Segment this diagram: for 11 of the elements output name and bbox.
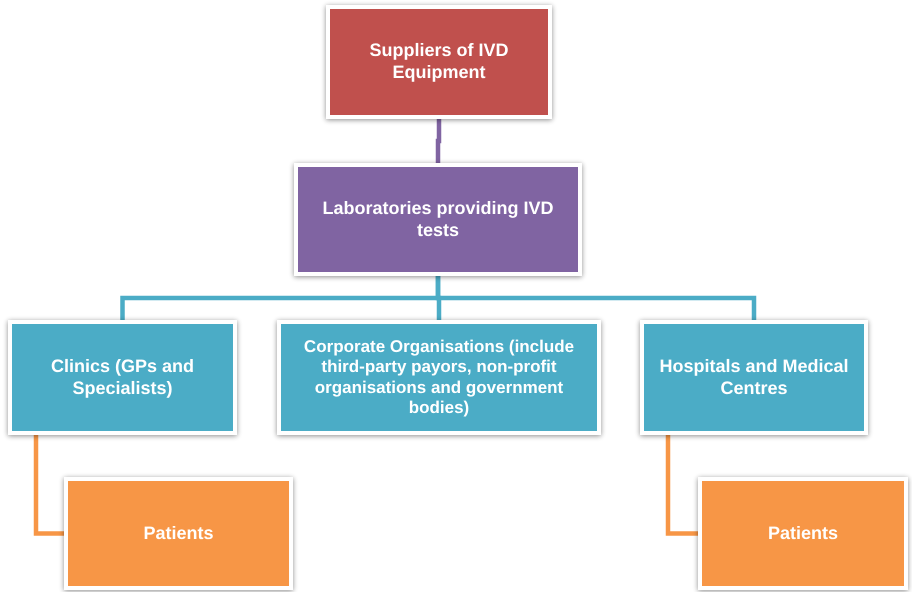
box-label: Hospitals and Medical Centres xyxy=(658,356,850,400)
connector-line xyxy=(34,435,64,536)
box-label: Suppliers of IVD Equipment xyxy=(368,40,510,84)
box-label: Clinics (GPs and Specialists) xyxy=(50,356,196,400)
box-label: Patients xyxy=(768,522,838,544)
box-label: Laboratories providing IVD tests xyxy=(321,198,555,242)
box-label: Patients xyxy=(143,522,214,544)
connector-line xyxy=(436,119,442,163)
box-label: Corporate Organisations (include third-party payors, non-profit organisations and government bodies) xyxy=(302,336,576,418)
connector-line xyxy=(436,276,756,320)
connector-line xyxy=(666,435,698,536)
